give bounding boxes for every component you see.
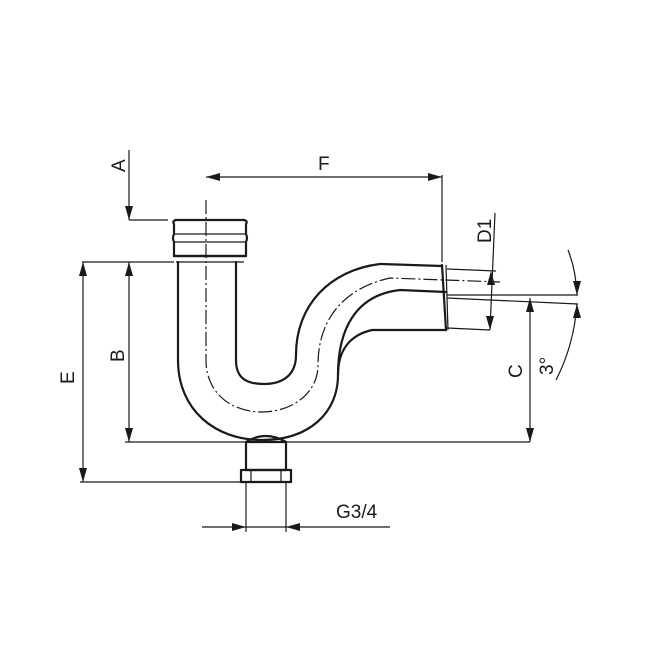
- dimension-f-label: F: [318, 154, 330, 175]
- dimension-a: A: [109, 150, 168, 276]
- thread-label: G3/4: [336, 502, 378, 523]
- dimension-a-label: A: [109, 159, 130, 172]
- angle-label: 3°: [537, 357, 558, 375]
- dimension-thread: G3/4: [202, 482, 390, 532]
- dimension-e: E: [58, 262, 246, 483]
- drain-outlet: [239, 434, 293, 484]
- dimension-c: C: [446, 294, 579, 442]
- dimension-e-label: E: [58, 371, 79, 384]
- dimension-angle: 3°: [537, 249, 581, 381]
- dimension-d1: D1: [446, 212, 497, 331]
- dimension-b: B: [82, 261, 530, 443]
- dimension-f: F: [206, 154, 443, 262]
- inlet-socket: [171, 218, 249, 263]
- dimension-c-label: C: [506, 364, 527, 378]
- dimension-b-label: B: [108, 349, 129, 362]
- trap-body: [176, 200, 501, 442]
- dimension-d1-label: D1: [475, 219, 496, 243]
